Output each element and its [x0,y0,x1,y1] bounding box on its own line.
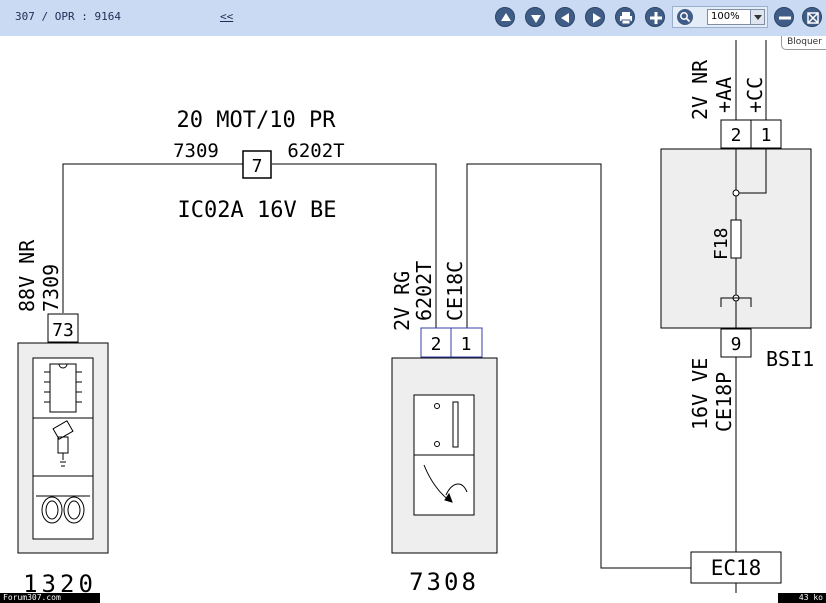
zoom-out-button[interactable] [774,7,794,27]
connection-heading: 20 MOT/10 PR [177,108,337,133]
wire-7309 [62,163,243,313]
component-7308: 2 1 7308 [391,327,498,593]
component-1320-label: 1320 [23,570,97,593]
wire-label-7309-vertical: 7309 [39,264,63,312]
wire-label-ce18c: CE18C [443,261,467,321]
connector-7-label: 7 [252,156,263,177]
print-button[interactable] [615,7,635,27]
pin-bsi-9: 9 [731,334,742,355]
fuse-icon [730,219,742,259]
zoom-value: 100% [711,11,740,22]
bloquer-button[interactable]: Bloquer [781,36,826,50]
zoom-select[interactable]: 100% [707,9,765,25]
connector-7 [242,150,272,179]
pin-bsi-2: 2 [731,125,742,146]
wire-label-6202t-vertical: 6202T [412,261,436,321]
zoom-control: 100% [672,6,768,28]
right-button[interactable] [585,7,605,27]
connector-ec18 [690,551,782,584]
zoom-in-button[interactable] [645,7,665,27]
up-icon [501,13,511,21]
connector-label: IC02A 16V BE [178,198,337,223]
print-icon [620,12,632,25]
bsi-label: BSI1 [766,347,814,371]
left-icon [561,13,569,23]
wire-CE18C [466,163,691,569]
chip-icon [44,363,82,413]
left-button[interactable] [555,7,575,27]
footer-watermark: Forum307.com [0,593,100,603]
coil-icon [36,495,90,524]
down-icon [531,15,541,23]
plus-icon [650,12,662,24]
wire-label-88v-nr: 88V NR [15,239,39,312]
switch-icon [434,401,459,448]
back-link[interactable]: << [220,10,234,23]
component-bsi: 2 1 F18 9 BSI1 [660,119,814,371]
component-1320: 73 1320 [17,313,109,593]
injector-icon [52,420,74,467]
wiring-diagram: 7 20 MOT/10 PR 7309 6202T IC02A 16V BE 7… [15,40,814,593]
magnifier-icon[interactable] [677,9,693,25]
down-button[interactable] [525,7,545,27]
connector-ec18-label: EC18 [711,556,762,580]
pin-bsi-1: 1 [761,125,772,146]
close-button[interactable] [802,7,822,27]
up-button[interactable] [495,7,515,27]
gauge-icon [423,464,468,503]
wire-label-aa: +AA [712,77,736,113]
wire-label-cc: +CC [743,77,767,113]
wire-label-2v-rg: 2V RG [390,271,414,331]
wire-6202T [272,163,437,328]
wire-label-ce18p: CE18P [712,372,736,432]
footer-size: 43 ko [778,593,826,603]
toolbar: 307 / OPR : 9164 << 100% [0,0,826,36]
pin-7308-1: 1 [461,334,472,355]
wire-label-right: 6202T [287,140,344,162]
chevron-down-icon [750,10,764,24]
pin-7308-2: 2 [431,334,442,355]
wire-label-16v-ve: 16V VE [688,358,712,430]
page-title: 307 / OPR : 9164 [15,10,121,23]
fuse-label: F18 [711,227,732,260]
pin-73: 73 [52,320,74,341]
minus-icon [779,16,791,20]
wire-label-2v-nr: 2V NR [688,59,712,120]
component-7308-label: 7308 [409,568,479,593]
close-icon [807,12,819,24]
right-icon [593,13,601,23]
wire-label-left: 7309 [173,140,219,162]
